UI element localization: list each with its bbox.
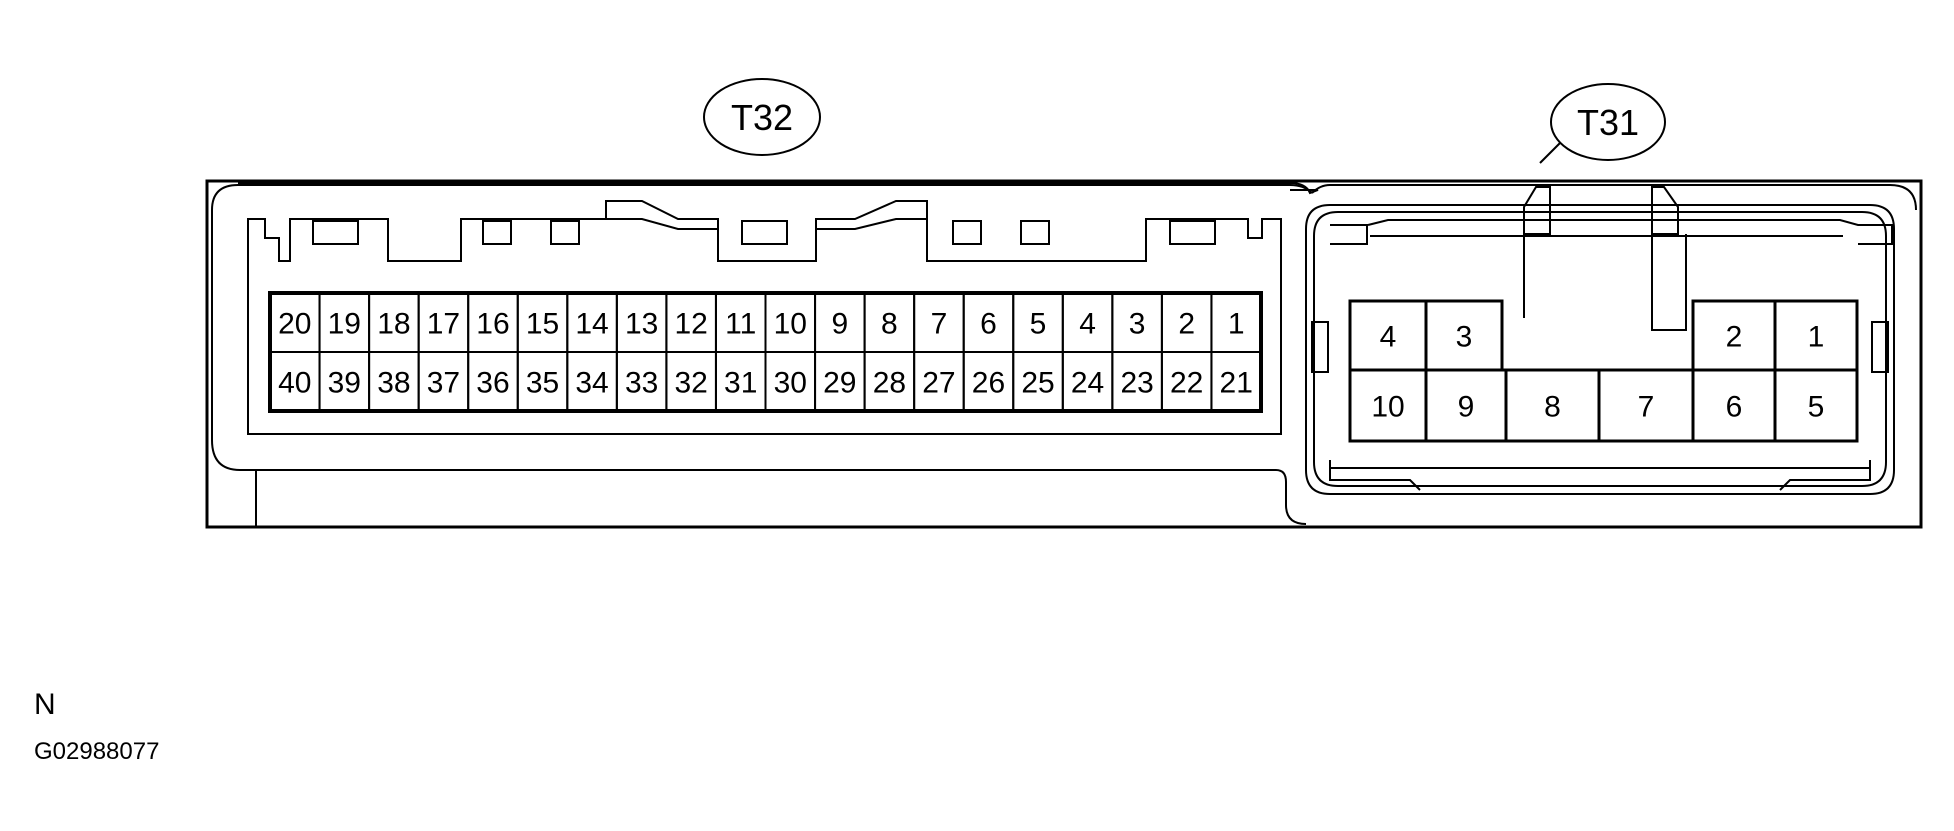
t32-pin-number: 9 bbox=[831, 308, 848, 341]
t31-pin-number: 3 bbox=[1456, 321, 1473, 354]
t32-pin-number: 38 bbox=[377, 367, 410, 400]
t31-pin-number: 10 bbox=[1371, 391, 1404, 424]
t32-pin-number: 10 bbox=[774, 308, 807, 341]
t31-pin-cell bbox=[1773, 368, 1859, 443]
t32-pin-number: 18 bbox=[377, 308, 410, 341]
t31-pin-number: 7 bbox=[1638, 391, 1655, 424]
t32-pin-number: 7 bbox=[931, 308, 948, 341]
t31-pin-number: 1 bbox=[1808, 321, 1825, 354]
t32-pin-number: 12 bbox=[674, 308, 707, 341]
t32-pin-number: 17 bbox=[427, 308, 460, 341]
t31-pin-number: 4 bbox=[1380, 321, 1397, 354]
t31-pin-cells: 4 3 2 1 10 9 8 7 6 5 bbox=[1348, 299, 1859, 443]
t32-pin-number: 32 bbox=[674, 367, 707, 400]
t31-callout-label: T31 bbox=[1577, 102, 1639, 143]
t32-pin-cell bbox=[1210, 351, 1262, 412]
t32-pin-number: 30 bbox=[774, 367, 807, 400]
t31-pin-number: 5 bbox=[1808, 391, 1825, 424]
t32-callout: T32 bbox=[703, 78, 821, 156]
t32-pin-number: 26 bbox=[972, 367, 1005, 400]
t31-connector bbox=[1305, 186, 1895, 495]
t32-pin-number: 21 bbox=[1220, 367, 1253, 400]
t32-pin-number: 37 bbox=[427, 367, 460, 400]
t32-pin-number: 22 bbox=[1170, 367, 1203, 400]
t32-pin-number: 27 bbox=[922, 367, 955, 400]
t31-pin-number: 8 bbox=[1544, 391, 1561, 424]
t32-pin-number: 5 bbox=[1030, 308, 1047, 341]
t32-pin-number: 16 bbox=[476, 308, 509, 341]
t31-pin-number: 6 bbox=[1726, 391, 1743, 424]
t32-pin-number: 39 bbox=[328, 367, 361, 400]
t32-pin-number: 13 bbox=[625, 308, 658, 341]
t31-callout: T31 bbox=[1539, 83, 1666, 164]
t32-pin-number: 34 bbox=[575, 367, 608, 400]
t32-pin-number: 40 bbox=[278, 367, 311, 400]
t31-pin-number: 2 bbox=[1726, 321, 1743, 354]
t32-connector bbox=[247, 200, 1282, 435]
t32-pin-number: 25 bbox=[1021, 367, 1054, 400]
figure-id: G02988077 bbox=[34, 738, 160, 765]
t32-pin-number: 3 bbox=[1129, 308, 1146, 341]
t32-pin-number: 33 bbox=[625, 367, 658, 400]
t32-pin-number: 1 bbox=[1228, 308, 1245, 341]
t32-pin-number: 11 bbox=[725, 308, 756, 341]
t32-pin-number: 2 bbox=[1178, 308, 1195, 341]
t32-pin-number: 24 bbox=[1071, 367, 1104, 400]
t32-callout-label: T32 bbox=[731, 97, 793, 138]
t32-pin-number: 35 bbox=[526, 367, 559, 400]
t32-pin-number: 19 bbox=[328, 308, 361, 341]
t31-pin-number: 9 bbox=[1458, 391, 1475, 424]
t32-pin-number: 20 bbox=[278, 308, 311, 341]
t32-pin-number: 6 bbox=[980, 308, 997, 341]
t32-pin-number: 28 bbox=[873, 367, 906, 400]
connector-housing bbox=[205, 179, 1923, 529]
t32-pin-number: 29 bbox=[823, 367, 856, 400]
t32-pin-number: 14 bbox=[575, 308, 608, 341]
t32-pin-number: 4 bbox=[1079, 308, 1096, 341]
t32-pin-number: 23 bbox=[1120, 367, 1153, 400]
t32-pin-number: 8 bbox=[881, 308, 898, 341]
t32-pin-number: 15 bbox=[526, 308, 559, 341]
orientation-mark: N bbox=[34, 688, 56, 721]
t32-pin-number: 36 bbox=[476, 367, 509, 400]
t32-pin-number: 31 bbox=[724, 367, 757, 400]
